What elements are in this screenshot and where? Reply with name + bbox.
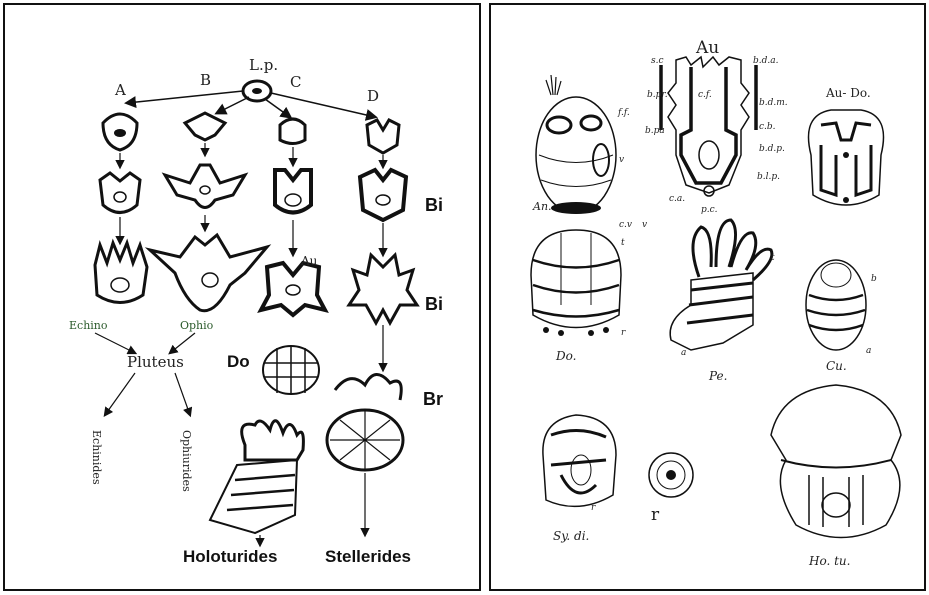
figure-cu-label: Cu. bbox=[826, 359, 847, 373]
annot-t-do: t bbox=[621, 238, 625, 248]
figure-au-do-drawing bbox=[809, 110, 884, 205]
stage-bi-label-2: Bi bbox=[425, 294, 443, 314]
stage-br-label: Br bbox=[423, 389, 443, 409]
annot-v-do: v bbox=[642, 220, 647, 230]
annot-a-pe: a bbox=[681, 348, 686, 358]
annot-b-cu: b bbox=[871, 274, 877, 284]
figure-ho-tu-label: Ho. tu. bbox=[808, 554, 850, 568]
lp-label: L.p. bbox=[249, 56, 278, 74]
figure-an-label: An. bbox=[532, 200, 552, 213]
figure-pe-label: Pe. bbox=[708, 369, 727, 383]
annot-cv: c.v bbox=[619, 220, 632, 230]
annot-cf: c.f. bbox=[698, 90, 712, 100]
evolution-diagram: L.p. A B C D bbox=[5, 5, 483, 593]
annot-bda: b.d.a. bbox=[753, 56, 779, 66]
stage-au-label: Au bbox=[300, 254, 318, 268]
annot-bpa: b.pa bbox=[645, 126, 665, 136]
column-a-drawings bbox=[95, 114, 147, 303]
ophiurides-label: Ophiurides bbox=[180, 430, 193, 492]
figure-r-drawing bbox=[649, 453, 693, 497]
larva-plate: An. f.f. v Au s.c b.d.a. b.pr. c.f. b.d.… bbox=[491, 5, 928, 593]
figure-sy-di-drawing bbox=[543, 415, 616, 506]
annot-pc: p.c. bbox=[701, 205, 718, 215]
stellerides-label: Stellerides bbox=[325, 547, 411, 566]
echino-label: Echino bbox=[69, 319, 108, 332]
annot-ca: c.a. bbox=[669, 194, 685, 204]
figure-do-drawing bbox=[531, 230, 621, 336]
annot-cb: c.b. bbox=[759, 122, 776, 132]
annot-r-sy: r bbox=[591, 503, 596, 513]
annot-bdp: b.d.p. bbox=[759, 144, 785, 154]
stage-do-label: Do bbox=[227, 352, 250, 371]
holoturides-label: Holoturides bbox=[183, 547, 277, 566]
figure-au-label: Au bbox=[695, 38, 719, 58]
pluteus-label: Pluteus bbox=[127, 353, 184, 371]
figure-sy-di-label: Sy. di. bbox=[553, 529, 589, 543]
figure-ho-tu-drawing bbox=[771, 385, 901, 538]
annot-v-an: v bbox=[619, 155, 624, 165]
branch-d-label: D bbox=[367, 87, 379, 105]
column-d-drawings bbox=[327, 120, 417, 535]
pluteus-arrows bbox=[95, 333, 195, 415]
figure-r-label: r bbox=[651, 505, 660, 525]
annot-blp: b.l.p. bbox=[757, 172, 780, 182]
annot-ff: f.f. bbox=[617, 108, 630, 118]
annot-r-do: r bbox=[621, 328, 626, 338]
annot-t-pe: t bbox=[771, 253, 775, 263]
ophio-label: Ophio bbox=[180, 319, 214, 332]
column-b-drawings bbox=[150, 113, 267, 311]
branch-b-label: B bbox=[200, 71, 211, 89]
annot-bdm: b.d.m. bbox=[759, 98, 788, 108]
figure-pe-drawing bbox=[670, 220, 772, 350]
figure-au-drawing bbox=[661, 57, 756, 196]
annot-sc: s.c bbox=[651, 56, 664, 66]
larva-plate-panel: An. f.f. v Au s.c b.d.a. b.pr. c.f. b.d.… bbox=[489, 3, 926, 591]
branch-c-label: C bbox=[290, 73, 301, 91]
stage-bi-label-1: Bi bbox=[425, 195, 443, 215]
figure-do-label: Do. bbox=[555, 349, 576, 363]
figure-au-do-label: Au- Do. bbox=[825, 86, 871, 100]
evolution-diagram-panel: L.p. A B C D bbox=[3, 3, 481, 591]
figure-an-drawing bbox=[536, 75, 616, 214]
branch-arrows bbox=[127, 91, 375, 117]
figure-cu-drawing bbox=[806, 260, 866, 350]
annot-bpr: b.pr. bbox=[647, 90, 668, 100]
echinides-label: Echinides bbox=[90, 430, 103, 485]
annot-a-cu: a bbox=[866, 346, 871, 356]
branch-a-label: A bbox=[114, 81, 126, 99]
